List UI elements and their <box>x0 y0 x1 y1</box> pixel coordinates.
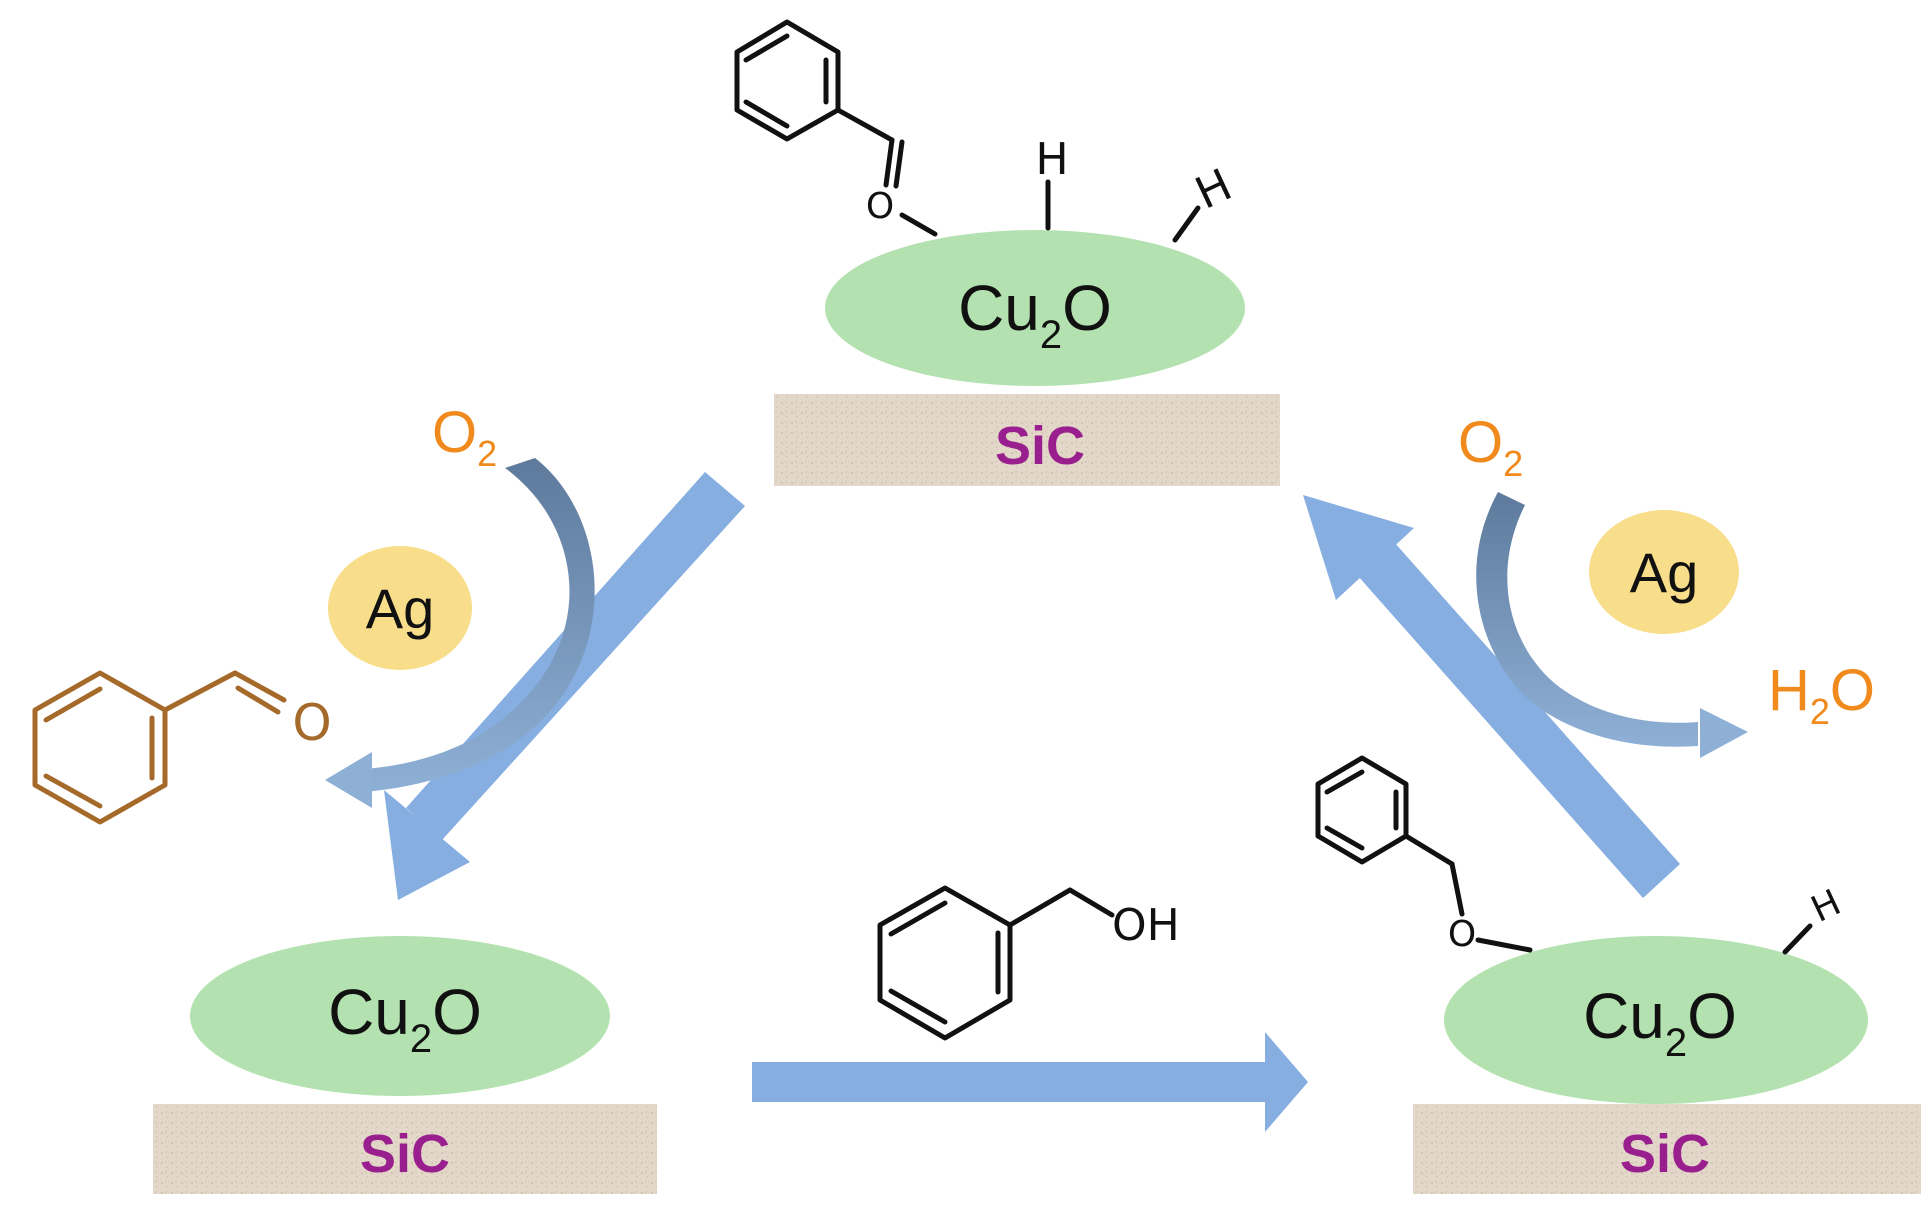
adsorbed-benzyloxy: O <box>1315 755 1533 955</box>
benzaldehyde-product: O <box>32 670 332 825</box>
benzene-ring-icon <box>32 670 168 825</box>
cu2o-particle-left <box>190 936 610 1096</box>
right-oxidation-cycle: O2 Ag H2O <box>1458 410 1875 758</box>
curved-arrow-right <box>1476 492 1698 747</box>
o2-label-left: O2 <box>432 400 497 474</box>
sic-support-left <box>153 1104 657 1194</box>
o-atom-product: O <box>292 694 331 752</box>
ag-particle-right <box>1589 510 1739 634</box>
sic-support-right <box>1413 1104 1921 1194</box>
o-atom-right: O <box>1448 914 1476 955</box>
o2-label-right: O2 <box>1458 410 1523 484</box>
ag-label-left: Ag <box>366 577 435 640</box>
h-atom-right: H <box>1805 882 1847 931</box>
h2o-label: H2O <box>1768 658 1875 732</box>
sic-label-top: SiC <box>995 416 1085 476</box>
benzyl-alcohol-reagent: OH <box>877 885 1180 1041</box>
sic-label-right: SiC <box>1620 1124 1710 1184</box>
curved-arrow-left <box>350 458 595 793</box>
h-atom-top-left: H <box>1035 134 1068 185</box>
o-atom-top: O <box>866 186 894 227</box>
left-oxidation-cycle: O2 Ag O <box>32 400 595 825</box>
h-bond-top-right <box>1172 205 1201 243</box>
cu2o-label-right: Cu2O <box>1583 980 1737 1065</box>
adsorbed-benzaldehyde: O <box>734 19 938 237</box>
cu2o-label-top: Cu2O <box>958 272 1112 357</box>
left-unit: SiC Cu2O <box>153 936 657 1194</box>
ag-label-right: Ag <box>1630 541 1699 604</box>
benzene-ring-icon <box>734 19 841 142</box>
h-bond-right <box>1782 923 1813 955</box>
top-unit: SiC Cu2O O H H <box>734 19 1280 486</box>
flow-arrow-left-to-right <box>752 1032 1308 1132</box>
flow-arrow-right-to-top <box>1303 495 1680 898</box>
cu2o-particle-top <box>825 230 1245 386</box>
ag-particle-left <box>328 546 472 670</box>
cu2o-particle-right <box>1444 936 1868 1104</box>
benzene-ring-icon <box>1315 755 1409 865</box>
right-unit: SiC Cu2O O H <box>1315 755 1921 1194</box>
curved-arrowhead-right <box>1700 708 1748 758</box>
curved-arrowhead-left <box>325 752 372 808</box>
oh-group: OH <box>1112 900 1180 951</box>
cu2o-label-left: Cu2O <box>328 976 482 1061</box>
sic-label-left: SiC <box>360 1124 450 1184</box>
sic-support-top <box>774 394 1280 486</box>
benzene-ring-icon <box>877 885 1013 1041</box>
